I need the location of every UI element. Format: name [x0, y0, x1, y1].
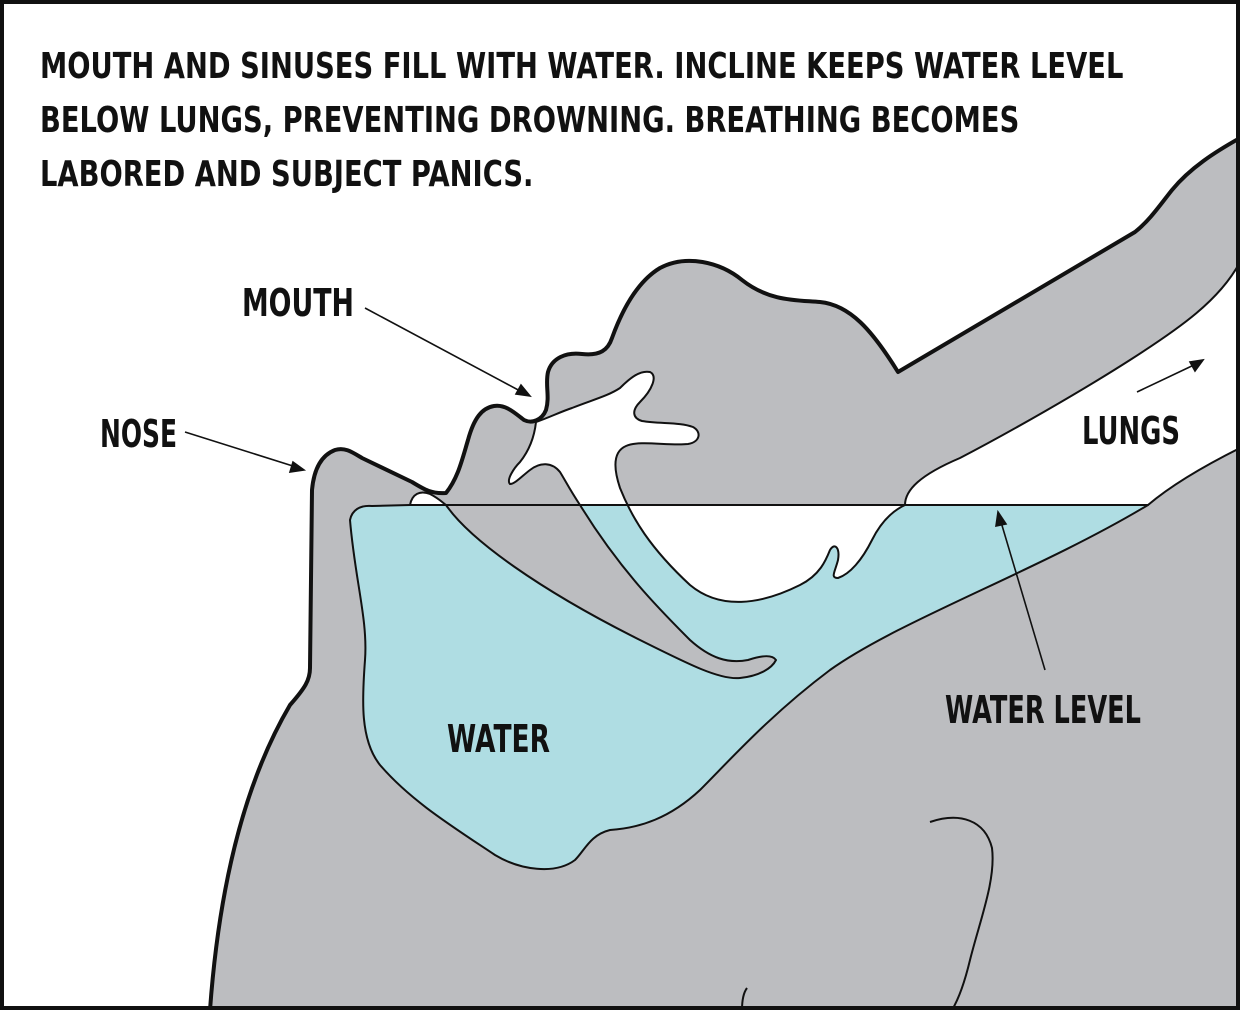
- torso-contour: [929, 816, 994, 1010]
- airway-channel: [903, 261, 1240, 506]
- tongue: [445, 504, 777, 680]
- water-level-arrow: [995, 509, 1046, 671]
- oral-air-pocket: [508, 370, 906, 603]
- label-nose: NOSE: [100, 412, 177, 456]
- nose-arrow: [184, 431, 307, 473]
- label-water: WATER: [447, 717, 550, 761]
- caption-line-2: BELOW LUNGS, PREVENTING DROWNING. BREATH…: [40, 100, 1020, 141]
- water-region: [349, 504, 1149, 871]
- mouth-arrow: [364, 307, 532, 398]
- caption-line-1: MOUTH AND SINUSES FILL WITH WATER. INCLI…: [40, 46, 1124, 87]
- label-lungs: LUNGS: [1082, 409, 1180, 453]
- label-water-level: WATER LEVEL: [945, 688, 1141, 732]
- nasal-air-gap: [408, 491, 449, 506]
- caption-text: MOUTH AND SINUSES FILL WITH WATER. INCLI…: [40, 40, 1124, 202]
- lungs-arrow: [1136, 358, 1205, 393]
- label-mouth: MOUTH: [242, 281, 354, 325]
- caption-line-3: LABORED AND SUBJECT PANICS.: [40, 154, 534, 195]
